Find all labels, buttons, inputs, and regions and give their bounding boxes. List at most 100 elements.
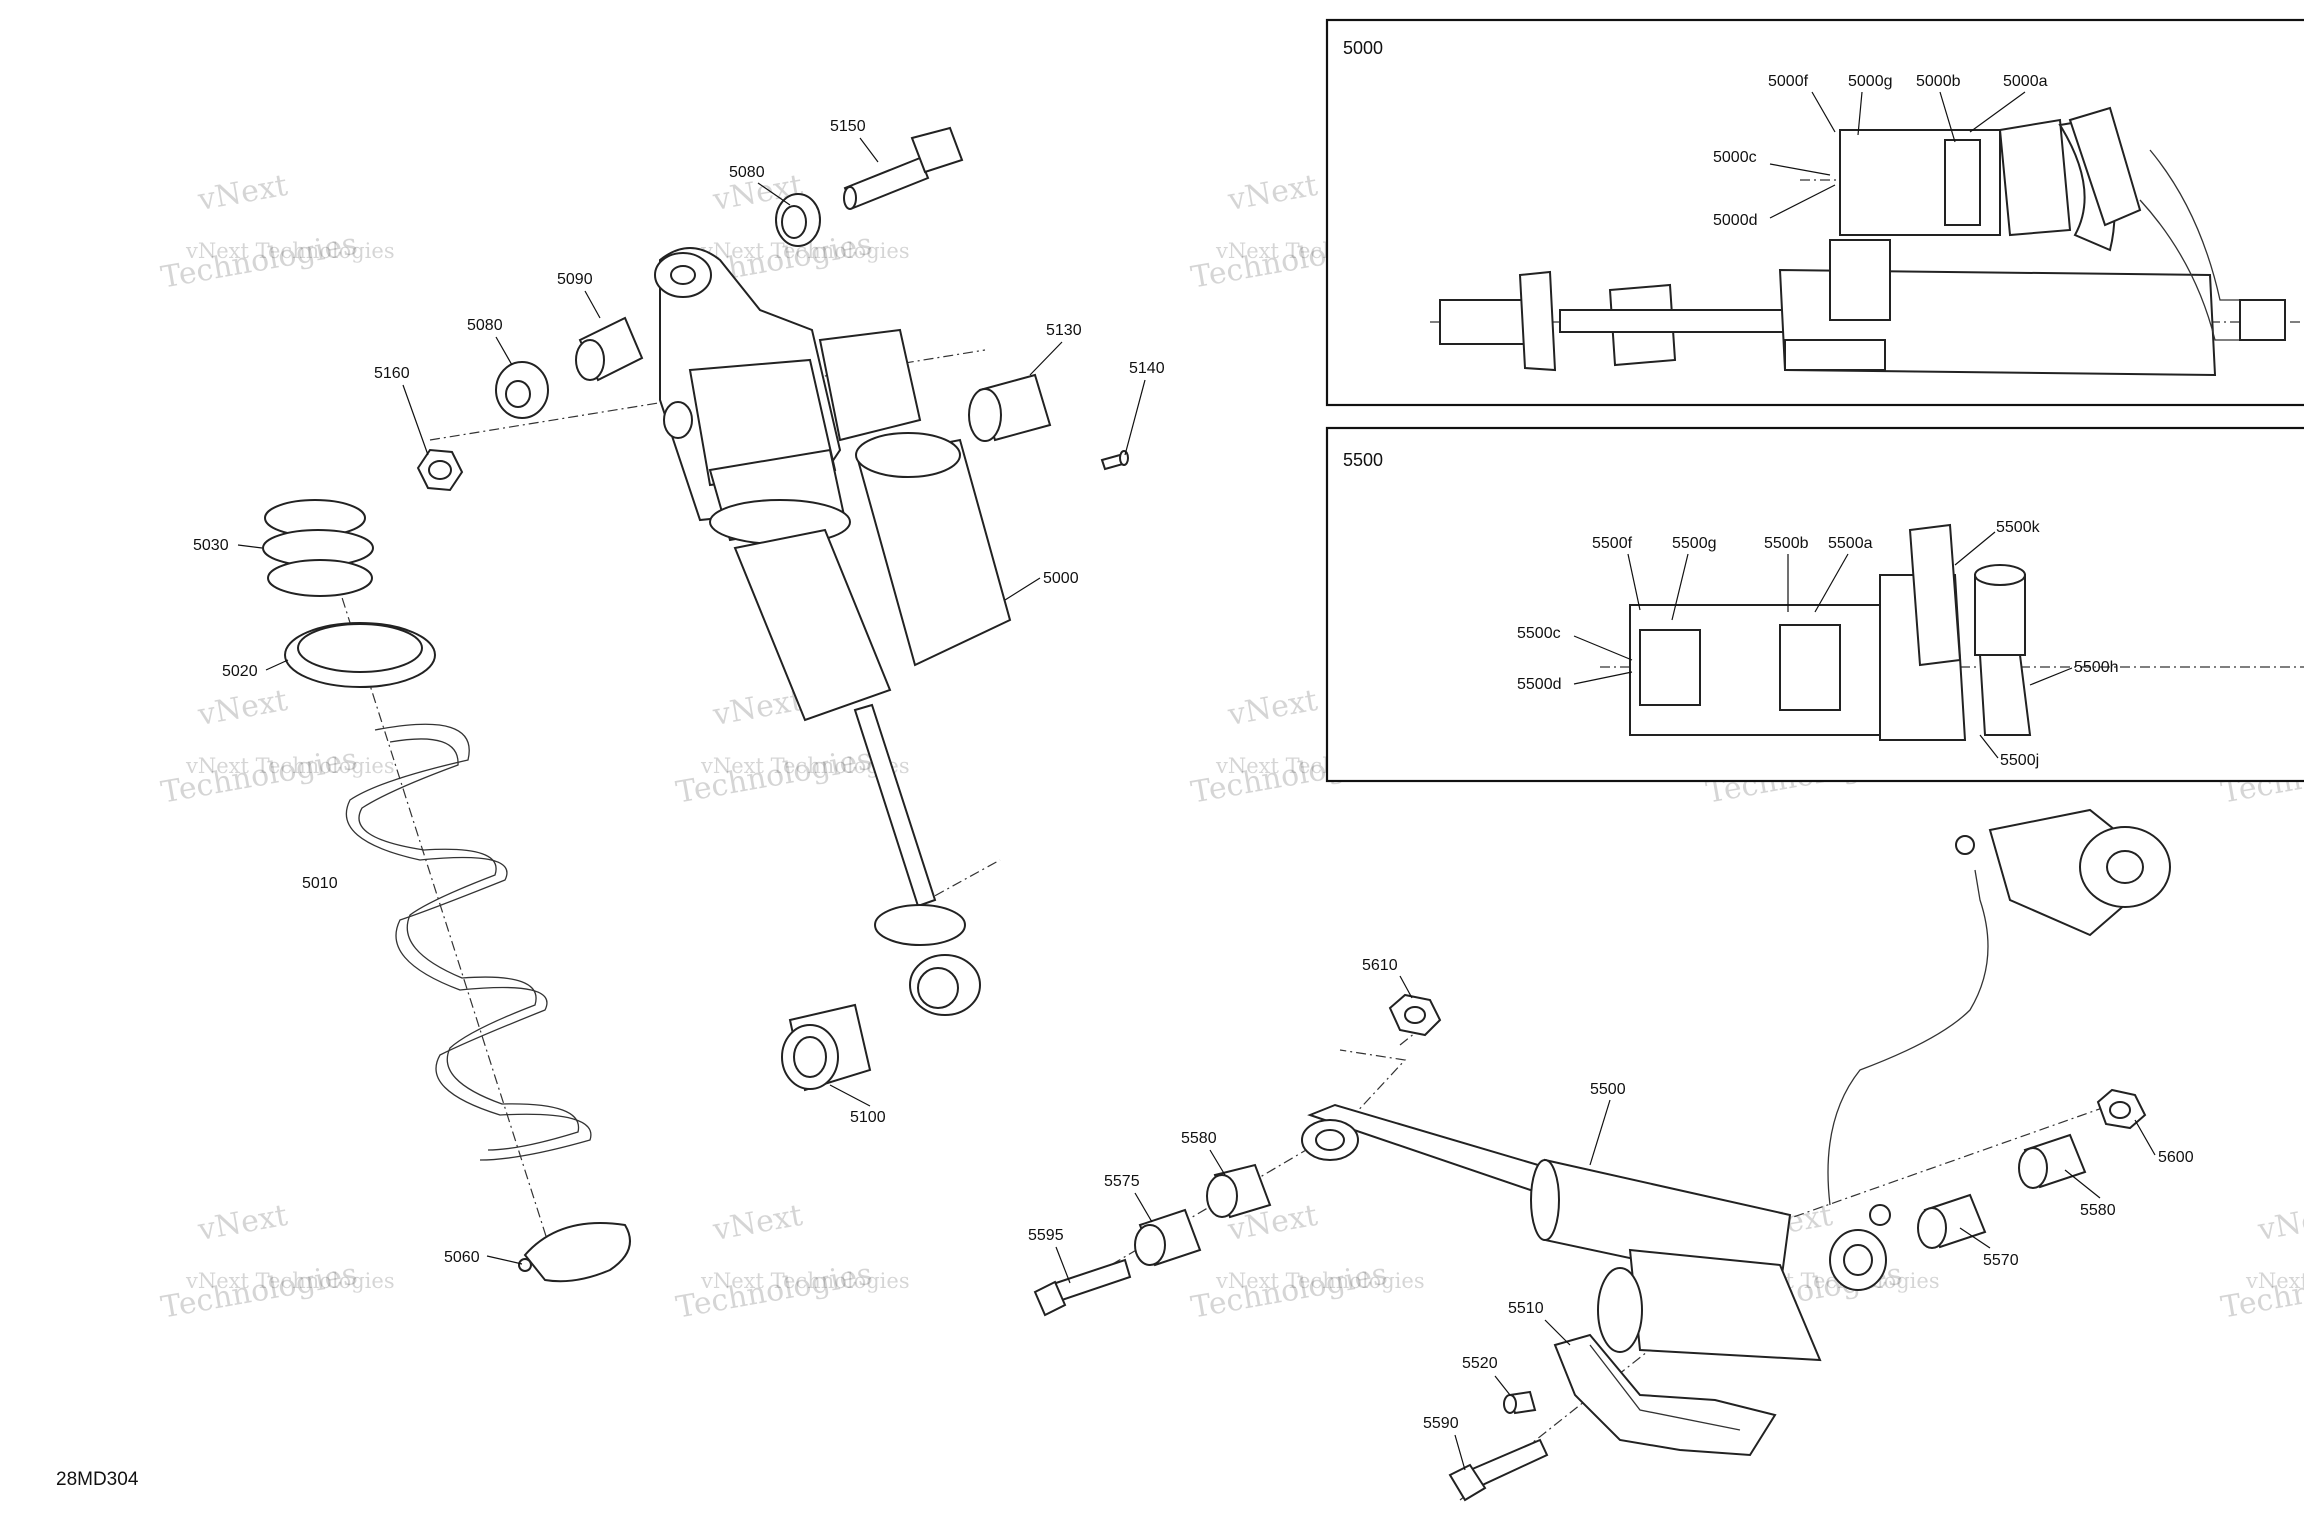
part-callout: 5010 xyxy=(302,875,338,892)
watermark-text: vNext Technologies xyxy=(1215,1269,1425,1293)
spacer-5575 xyxy=(1134,1208,1202,1267)
nut-5160 xyxy=(416,448,464,492)
watermark-text: vNext xyxy=(195,168,291,218)
part-callout: 5600 xyxy=(2158,1149,2194,1166)
part-callout: 5080 xyxy=(467,317,503,334)
part-callout: 5580 xyxy=(1181,1130,1217,1147)
watermark-text: Technologies xyxy=(673,1257,875,1326)
part-callout: 5500d xyxy=(1517,676,1562,693)
part-callout: 5500f xyxy=(1592,535,1633,552)
screw-5140 xyxy=(1100,450,1129,471)
watermark-text: vNext Technologies xyxy=(2245,1269,2304,1293)
watermark-text: Technologies xyxy=(673,742,875,811)
part-callout: 5595 xyxy=(1028,1227,1064,1244)
inset-5000: 5000 5000f 5000g 5000b 5000a 5000c 5000d xyxy=(1325,18,2304,407)
part-callout: 5500h xyxy=(2074,659,2119,676)
part-callout: 5580 xyxy=(2080,1202,2116,1219)
spring-seat-5030 xyxy=(262,499,374,597)
nut-5610 xyxy=(1388,993,1442,1037)
bushing-5100 xyxy=(781,1003,872,1092)
watermark-text: vNext xyxy=(710,683,806,733)
bushing-5580-right xyxy=(2018,1133,2087,1189)
watermark-text: vNext xyxy=(195,1198,291,1248)
part-callout: 5000 xyxy=(1043,570,1079,587)
watermark-text: vNext xyxy=(2255,1198,2304,1248)
part-callout: 5160 xyxy=(374,365,410,382)
bolt-5595 xyxy=(1033,1258,1132,1317)
part-callout: 5000d xyxy=(1713,212,1758,229)
remote-reservoir xyxy=(1827,808,2171,1206)
part-callout: 5575 xyxy=(1104,1173,1140,1190)
bushing-5080-left xyxy=(495,361,549,419)
bolt-5150 xyxy=(843,126,964,210)
bushing-5080-top xyxy=(775,193,821,247)
part-callout: 5570 xyxy=(1983,1252,2019,1269)
part-callout: 5000c xyxy=(1713,149,1757,166)
part-callout: 5080 xyxy=(729,164,765,181)
watermark-text: Technologies xyxy=(1188,1257,1390,1326)
part-callout: 5510 xyxy=(1508,1300,1544,1317)
watermark-text: vNext Technologies xyxy=(700,1269,910,1293)
upper-shock-callouts: 5150 5080 5090 5080 5160 5130 5140 5000 … xyxy=(374,118,1165,1126)
cap-5130 xyxy=(968,373,1052,442)
part-callout: 5100 xyxy=(850,1109,886,1126)
watermark-text: vNext Technologies xyxy=(185,754,395,778)
inset-title: 5000 xyxy=(1343,38,1383,58)
spacer-5570 xyxy=(1917,1193,1987,1249)
part-callout: 5500a xyxy=(1828,535,1873,552)
screw-5520 xyxy=(1503,1390,1537,1415)
lower-shock-callouts: 5610 5500 5580 5575 5595 5600 5580 5570 … xyxy=(1028,957,2194,1471)
watermark-text: vNext xyxy=(1225,683,1321,733)
spring-assembly xyxy=(262,499,631,1283)
part-callout: 5060 xyxy=(444,1249,480,1266)
cutaway-5000 xyxy=(1439,106,2286,377)
upper-shock-assembly xyxy=(416,126,1129,1092)
inset-5500: 5500 5500f 5500g 5500b 5500a 5500k 5500c… xyxy=(1325,426,2304,783)
cutaway-5500 xyxy=(1629,523,2032,741)
part-callout: 5500 xyxy=(1590,1081,1626,1098)
watermark-text: vNext Technologies xyxy=(185,239,395,263)
shock-5500 xyxy=(1301,1103,1891,1362)
part-callout: 5520 xyxy=(1462,1355,1498,1372)
spacer-5090 xyxy=(575,316,644,382)
part-callout: 5090 xyxy=(557,271,593,288)
part-callout: 5000b xyxy=(1916,73,1961,90)
part-callout: 5000g xyxy=(1848,73,1893,90)
part-callout: 5000f xyxy=(1768,73,1809,90)
watermark-text: Technologies xyxy=(158,742,360,811)
part-callout: 5500j xyxy=(2000,752,2039,769)
part-callout: 5030 xyxy=(193,537,229,554)
part-callout: 5020 xyxy=(222,663,258,680)
part-callout: 5500g xyxy=(1672,535,1717,552)
retainer-5060 xyxy=(518,1222,631,1283)
nut-5600 xyxy=(2096,1088,2147,1130)
watermark-text: Technologies xyxy=(2218,1257,2304,1326)
part-callout: 5500k xyxy=(1996,519,2041,536)
lower-shock-assembly xyxy=(1033,808,2171,1502)
part-callout: 5500c xyxy=(1517,625,1561,642)
inset-title: 5500 xyxy=(1343,450,1383,470)
bolt-5590 xyxy=(1448,1438,1549,1502)
bushing-5580-left xyxy=(1206,1163,1272,1219)
part-callout: 5140 xyxy=(1129,360,1165,377)
callouts-5000: 5000f 5000g 5000b 5000a 5000c 5000d xyxy=(1713,73,2048,229)
watermark-text: vNext xyxy=(1225,168,1321,218)
spring-callouts: 5030 5020 5010 5060 xyxy=(193,537,523,1266)
watermark-text: Technologies xyxy=(158,1257,360,1326)
part-callout: 5130 xyxy=(1046,322,1082,339)
watermark-text: vNext xyxy=(195,683,291,733)
watermark-text: vNext Technologies xyxy=(185,1269,395,1293)
callouts-5500: 5500f 5500g 5500b 5500a 5500k 5500c 5500… xyxy=(1517,519,2119,769)
part-callout: 5500b xyxy=(1764,535,1809,552)
ring-5020 xyxy=(284,622,436,688)
watermark-text: Technologies xyxy=(158,227,360,296)
guard-5510 xyxy=(1553,1333,1777,1457)
part-callout: 5610 xyxy=(1362,957,1398,974)
